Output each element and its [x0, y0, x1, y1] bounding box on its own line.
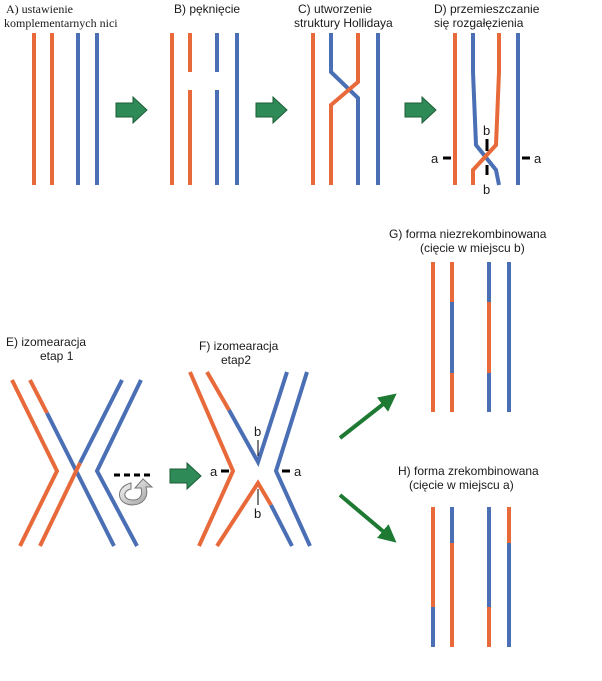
strand-crossing-1	[329, 33, 360, 185]
arrow-to-h-icon	[338, 493, 397, 543]
panel-f-title: F) izomearacja	[199, 339, 279, 353]
strand-crossing-1	[471, 33, 501, 186]
strand-outer-left	[10, 379, 60, 547]
site-b-label-top: b	[254, 424, 261, 439]
panel-b: B) pęknięcie	[170, 2, 240, 185]
strand-crossing-2	[471, 33, 501, 185]
strand-outer-left	[188, 371, 236, 547]
panel-g-title: G) forma niezrekombinowana	[389, 227, 547, 241]
panel-c-subtitle: struktury Hollidaya	[294, 16, 393, 30]
strand-inner-right-top-blue	[78, 379, 124, 464]
strand-inner-right-bottom-orange	[38, 462, 82, 547]
panel-c-title: C) utworzenie	[298, 2, 372, 16]
panel-a-title: A) ustawienie	[6, 2, 73, 16]
strand-inner-top-v	[227, 371, 289, 467]
right-block-arrow-icon	[255, 95, 288, 125]
panel-d: D) przemieszczanie się rozgałęzienia a a…	[431, 2, 542, 197]
panel-h: H) forma zrekombinowana (cięcie w miejsc…	[398, 464, 539, 647]
site-b-label-bottom: b	[483, 182, 490, 197]
panel-g: G) forma niezrekombinowana (cięcie w mie…	[389, 227, 547, 412]
site-a-label-left: a	[431, 151, 439, 166]
site-a-label-left: a	[210, 464, 218, 479]
right-block-arrow-icon	[115, 95, 148, 125]
right-block-arrow-icon	[404, 95, 437, 125]
strand-inner-left-bottom-blue	[45, 412, 116, 547]
strand-crossing-2	[329, 33, 360, 185]
strand-inner-top-left-orange	[205, 370, 231, 412]
panel-e-subtitle: etap 1	[40, 349, 74, 363]
strand-inner-left-top-orange	[28, 379, 49, 414]
strand-outer-right	[94, 379, 143, 547]
panel-a: A) ustawienie komplementarnych nici	[4, 2, 118, 185]
panel-a-subtitle: komplementarnych nici	[4, 16, 118, 30]
panel-d-subtitle: się rozgałęzienia	[434, 16, 524, 30]
site-a-label-right: a	[294, 464, 302, 479]
panel-b-title: B) pęknięcie	[174, 2, 240, 16]
strand-inner-bottom-v-orange	[215, 479, 273, 548]
strand-outer-right	[273, 371, 312, 547]
site-b-label-bottom: b	[254, 506, 261, 521]
panel-h-title: H) forma zrekombinowana	[398, 464, 539, 478]
panel-g-subtitle: (cięcie w miejscu b)	[420, 241, 525, 255]
panel-f: F) izomearacja etap2 a a b b	[188, 339, 312, 548]
curved-rotate-arrow-icon	[119, 478, 154, 506]
arrow-to-g-icon	[338, 393, 397, 440]
site-a-label-right: a	[534, 151, 542, 166]
panel-e: E) izomearacja etap 1	[6, 335, 154, 547]
panel-c: C) utworzenie struktury Hollidaya	[294, 2, 393, 185]
panel-h-subtitle: (cięcie w miejscu a)	[409, 478, 514, 492]
right-block-arrow-icon	[169, 461, 202, 491]
site-b-label-top: b	[483, 123, 490, 138]
panel-d-title: D) przemieszczanie	[434, 2, 540, 16]
panel-e-title: E) izomearacja	[6, 335, 86, 349]
strand-inner-bottom-right-blue	[269, 504, 294, 547]
panel-f-subtitle: etap2	[221, 353, 251, 367]
